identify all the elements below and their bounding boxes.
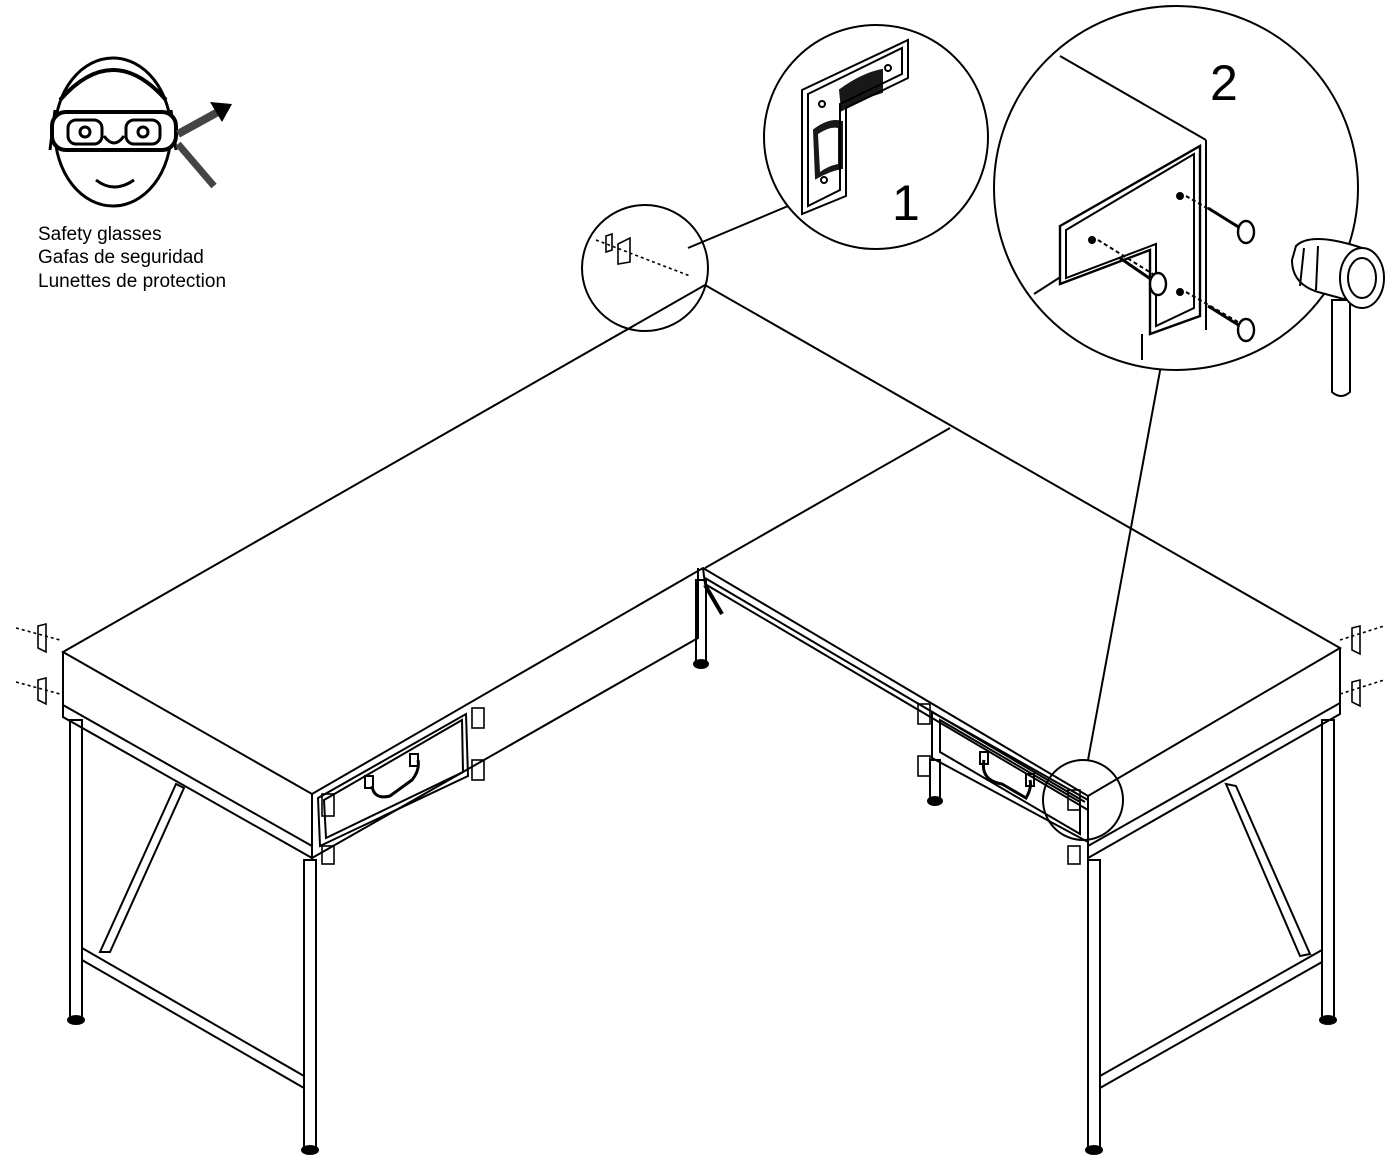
right-leg-frame <box>927 719 1337 1155</box>
safety-glasses-icon <box>48 56 232 208</box>
detail-view-2: 2 <box>993 5 1359 371</box>
detail-2-number: 2 <box>1210 55 1238 111</box>
callout-circle-front <box>1042 759 1124 841</box>
safety-caption-es: Gafas de seguridad <box>38 247 204 268</box>
safety-caption-fr: Lunettes de protection <box>38 271 226 292</box>
left-leg-frame <box>67 719 319 1155</box>
detail-view-1: 1 <box>763 24 989 250</box>
leader-line-2 <box>1087 359 1163 761</box>
detail-1-number: 1 <box>892 175 920 231</box>
safety-caption-en: Safety glasses <box>38 224 162 245</box>
corner-back-leg <box>693 579 724 669</box>
l-shaped-desk <box>15 195 1385 1155</box>
left-wing-inner-edge <box>311 568 699 860</box>
corner-brackets <box>15 232 1385 865</box>
hammer-icon <box>1290 238 1385 397</box>
right-drawer <box>931 710 1089 844</box>
left-drawer <box>316 712 470 848</box>
callout-circle-back <box>581 204 709 332</box>
desk-top-seam <box>704 427 951 569</box>
